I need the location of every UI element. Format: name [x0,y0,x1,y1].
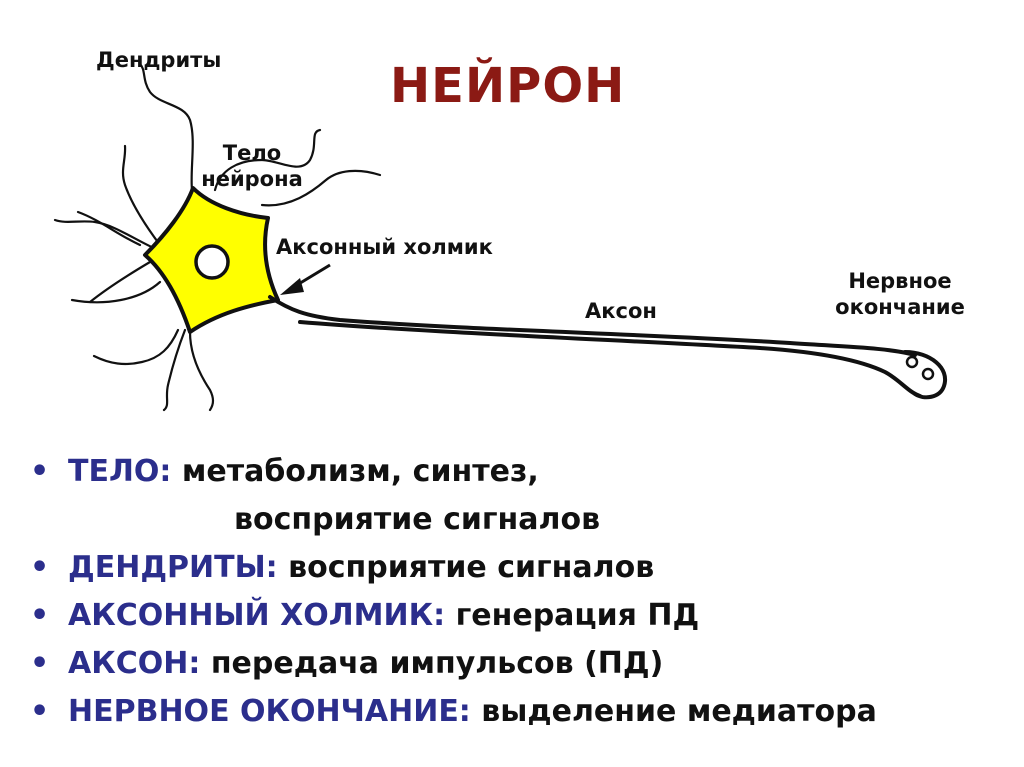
description: генерация ПД [455,598,700,633]
list-item: • НЕРВНОЕ ОКОНЧАНИЕ: выделение медиатора [30,688,1010,736]
vesicle [921,367,935,381]
term: НЕРВНОЕ ОКОНЧАНИЕ: [68,694,471,729]
dendrite [92,328,180,366]
term: ДЕНДРИТЫ: [68,550,278,585]
dendrite [213,128,322,192]
term: АКСОННЫЙ ХОЛМИК: [68,598,446,633]
label-terminal: Нервное окончание [820,268,980,320]
list-item: • АКСОН: передача импульсов (ПД) [30,640,1010,688]
list-item: • ДЕНДРИТЫ: восприятие сигналов [30,544,1010,592]
bullet-icon: • [30,694,50,729]
dendrite [188,330,215,412]
bullet-icon: • [30,598,50,633]
list-item: • АКСОННЫЙ ХОЛМИК: генерация ПД [30,592,1010,640]
term: ТЕЛО: [68,454,172,489]
bullet-icon: • [30,454,50,489]
dendrite [88,260,152,304]
function-list: • ТЕЛО: метаболизм, синтез, восприятие с… [30,448,1010,736]
nerve-terminal [903,350,948,400]
label-body-line1: Тело [222,141,282,165]
arrow-head [280,278,304,295]
dendrite [53,218,160,252]
label-terminal-line1: Нервное [848,269,952,293]
description: передача импульсов (ПД) [210,646,664,681]
description: метаболизм, синтез, [181,454,539,489]
description-continued: восприятие сигналов [234,502,601,537]
dendrite [121,144,162,247]
neuron-diagram [53,62,948,412]
label-dendrites: Дендриты [96,48,222,72]
nucleus [194,244,230,280]
axon-line [268,295,917,357]
dendrite [260,169,382,207]
dendrite [70,280,162,304]
dendrite [162,328,187,412]
label-terminal-line2: окончание [835,295,965,319]
bullet-icon: • [30,646,50,681]
page-title: НЕЙРОН [390,58,626,114]
label-body: Тело нейрона [196,140,308,192]
label-body-line2: нейрона [201,167,303,191]
bullet-icon: • [30,550,50,585]
vesicle [905,355,919,369]
list-item: • ТЕЛО: метаболизм, синтез, восприятие с… [30,448,1010,544]
description: восприятие сигналов [288,550,655,585]
term: АКСОН: [68,646,201,681]
label-axon: Аксон [585,299,657,323]
description: выделение медиатора [481,694,877,729]
label-axon-hillock: Аксонный холмик [276,235,493,259]
axon-line-lower [298,320,922,398]
dendrite [76,210,142,247]
dendrite [138,62,194,192]
